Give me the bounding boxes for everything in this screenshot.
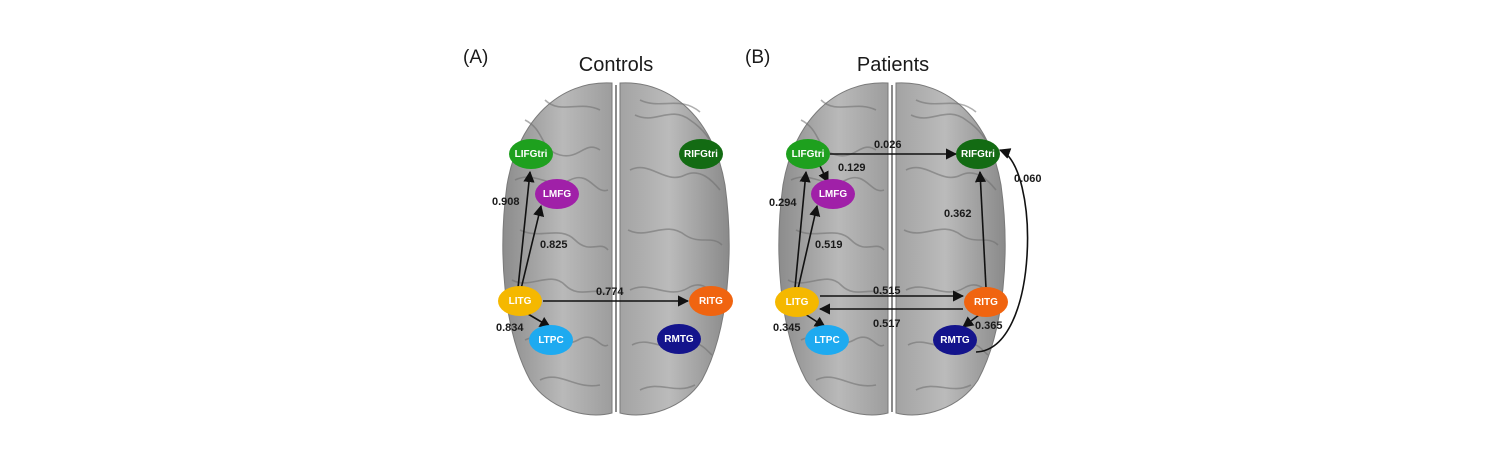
node-b-lifgtri: LIFGtri	[786, 139, 830, 169]
edge-label-b-ritg-litg: 0.517	[873, 318, 901, 330]
panel-a-title: Controls	[579, 54, 653, 76]
panel-b-edges	[794, 148, 1029, 353]
edge-b-lifgtri-lmfg	[818, 165, 829, 184]
node-a-ltpc-label: LTPC	[538, 335, 563, 346]
edge-b-rmtg-rifgtri	[975, 148, 1029, 353]
node-a-lmfg-label: LMFG	[543, 189, 572, 200]
node-b-ltpc-label: LTPC	[814, 335, 839, 346]
edge-b-litg-lifgtri	[794, 170, 811, 289]
node-a-rifgtri-label: RIFGtri	[684, 149, 718, 160]
edge-label-b-litg-lmfg: 0.519	[815, 239, 843, 251]
node-a-ritg-label: RITG	[699, 296, 723, 307]
edge-label-a-litg-ltpc: 0.834	[496, 322, 524, 334]
edge-a-litg-lmfg	[520, 204, 545, 290]
node-b-ltpc-shape	[805, 325, 849, 355]
node-b-ritg-shape	[964, 287, 1008, 317]
edge-label-b-ritg-rifgtri: 0.362	[944, 208, 972, 220]
node-a-lifgtri-label: LIFGtri	[515, 149, 548, 160]
edge-label-b-ritg-rmtg: 0.365	[975, 320, 1003, 332]
panel-a-letter: (A)	[463, 47, 488, 68]
panel-b-letter: (B)	[745, 47, 770, 68]
edge-b-litg-ltpc	[804, 313, 826, 328]
node-b-rmtg-label: RMTG	[940, 335, 970, 346]
edge-label-a-litg-lmfg: 0.825	[540, 239, 568, 251]
edge-label-a-litg-ritg: 0.774	[596, 286, 624, 298]
node-a-lmfg: LMFG	[535, 179, 579, 209]
panel-a-brain	[502, 82, 730, 416]
node-a-ltpc-shape	[529, 325, 573, 355]
edge-a-litg-lifgtri	[517, 170, 535, 289]
edge-label-b-litg-ritg: 0.515	[873, 285, 901, 297]
node-a-lmfg-shape	[535, 179, 579, 209]
node-b-ltpc: LTPC	[805, 325, 849, 355]
node-a-rmtg: RMTG	[657, 324, 701, 354]
panel-a-edges	[517, 170, 690, 328]
node-b-rmtg: RMTG	[933, 325, 977, 355]
panel-b-edge-labels: 0.026 0.129 0.294 0.519 0.362 0.060 0.51…	[769, 139, 1042, 334]
node-a-rmtg-label: RMTG	[664, 334, 694, 345]
node-b-rifgtri-shape	[956, 139, 1000, 169]
node-b-lifgtri-shape	[786, 139, 830, 169]
panel-b-brain	[778, 82, 1006, 416]
node-a-lifgtri: LIFGtri	[509, 139, 553, 169]
node-a-rmtg-shape	[657, 324, 701, 354]
panel-a-nodes: LIFGtri LMFG LITG LTPC RIFGtri RITG	[498, 139, 733, 355]
node-a-litg: LITG	[498, 286, 542, 316]
edge-b-ritg-rmtg	[962, 314, 980, 328]
panel-a: (A) Controls	[463, 47, 733, 416]
node-b-ritg-label: RITG	[974, 297, 998, 308]
panel-b: (B) Patients	[745, 47, 1042, 416]
node-b-lmfg-shape	[811, 179, 855, 209]
node-b-lifgtri-label: LIFGtri	[792, 149, 825, 160]
node-b-litg-label: LITG	[786, 297, 809, 308]
node-b-lmfg: LMFG	[811, 179, 855, 209]
edge-label-b-litg-ltpc: 0.345	[773, 322, 801, 334]
node-a-rifgtri: RIFGtri	[679, 139, 723, 169]
node-a-rifgtri-shape	[679, 139, 723, 169]
node-a-lifgtri-shape	[509, 139, 553, 169]
node-b-litg-shape	[775, 287, 819, 317]
edge-label-a-litg-lifgtri: 0.908	[492, 196, 520, 208]
edge-label-b-lifgtri-lmfg: 0.129	[838, 162, 866, 174]
node-a-ritg-shape	[689, 286, 733, 316]
edge-b-litg-lmfg	[797, 204, 821, 290]
node-b-rifgtri: RIFGtri	[956, 139, 1000, 169]
node-b-rifgtri-label: RIFGtri	[961, 149, 995, 160]
edge-label-b-lifgtri-rifgtri: 0.026	[874, 139, 902, 151]
panel-a-edge-labels: 0.908 0.825 0.774 0.834	[492, 196, 624, 334]
edge-label-b-litg-lifgtri: 0.294	[769, 197, 797, 209]
panel-b-nodes: LIFGtri LMFG LITG LTPC RIFGtri RITG	[775, 139, 1008, 355]
node-b-lmfg-label: LMFG	[819, 189, 848, 200]
panel-b-title: Patients	[857, 54, 929, 76]
node-b-ritg: RITG	[964, 287, 1008, 317]
node-b-litg: LITG	[775, 287, 819, 317]
node-b-rmtg-shape	[933, 325, 977, 355]
node-a-litg-label: LITG	[509, 296, 532, 307]
node-a-ritg: RITG	[689, 286, 733, 316]
node-a-ltpc: LTPC	[529, 325, 573, 355]
node-a-litg-shape	[498, 286, 542, 316]
edge-a-litg-ltpc	[527, 313, 551, 328]
edge-label-b-rmtg-rifgtri: 0.060	[1014, 173, 1042, 185]
edge-b-ritg-rifgtri	[974, 170, 987, 289]
